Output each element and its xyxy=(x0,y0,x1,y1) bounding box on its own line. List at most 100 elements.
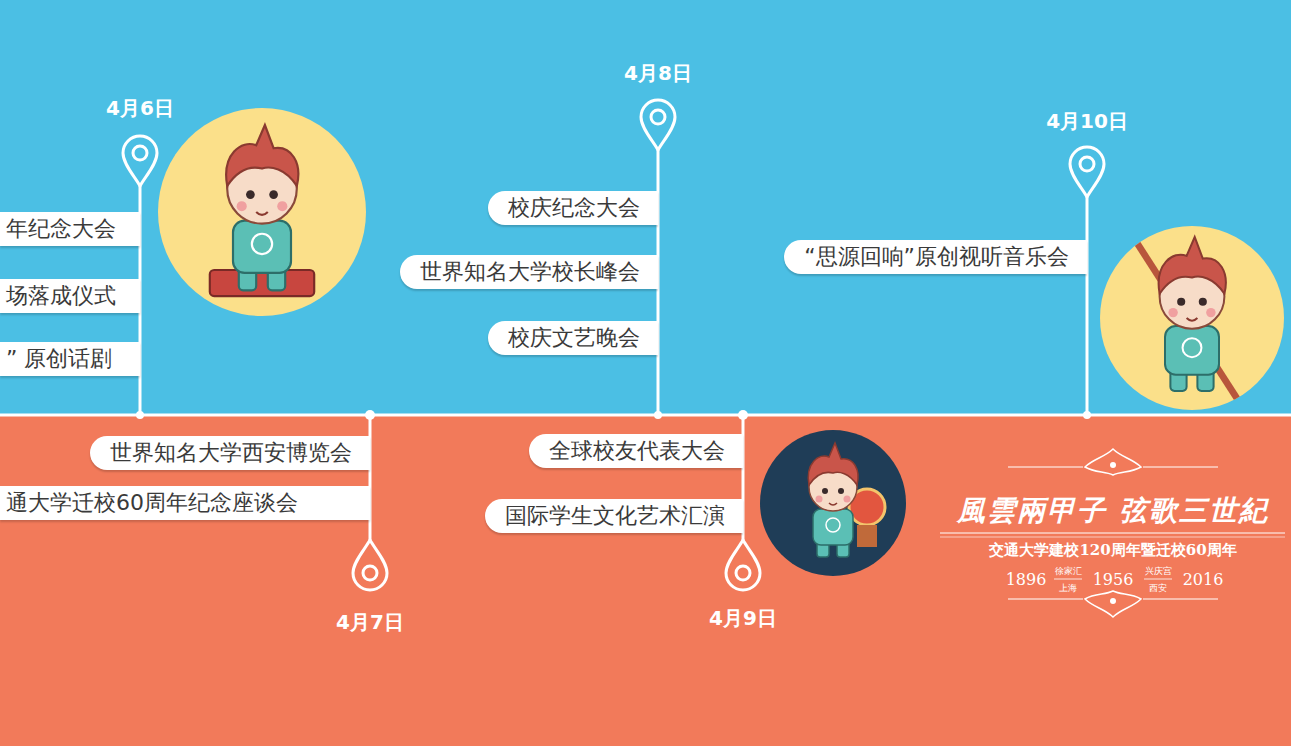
place-name: 上海 xyxy=(1059,583,1077,593)
date-pin xyxy=(123,136,157,186)
place-name: 徐家汇 xyxy=(1055,566,1082,576)
event-tag: 年纪念大会 xyxy=(0,212,140,246)
event-tag: 国际学生文化艺术汇演 xyxy=(485,499,743,533)
event-tag: 校庆文艺晚会 xyxy=(488,321,658,355)
mascot-clip xyxy=(808,443,885,557)
ground-band xyxy=(0,415,1291,746)
cheek xyxy=(277,201,287,211)
date-pin xyxy=(1070,147,1104,197)
shirt-badge xyxy=(252,234,272,254)
cheek xyxy=(237,201,247,211)
pin-hole xyxy=(1080,157,1094,171)
event-name: 国际学生文化艺术汇演 xyxy=(505,503,725,528)
place-name: 兴庆宫 xyxy=(1145,566,1172,576)
timeline-axis xyxy=(0,414,1291,417)
date-label: 4月10日 xyxy=(1046,110,1128,133)
logo-rule xyxy=(940,537,1285,538)
pin-outline xyxy=(353,540,387,590)
event-name: 校庆纪念大会 xyxy=(508,195,640,220)
cheek xyxy=(844,496,851,503)
mascot-disc xyxy=(158,108,366,316)
mascot-disc xyxy=(760,430,906,576)
pin-hole xyxy=(133,146,147,160)
pin-hole xyxy=(651,110,665,124)
hair xyxy=(808,443,858,485)
date-label: 4月8日 xyxy=(624,62,692,85)
pin-outline xyxy=(123,136,157,186)
hair xyxy=(226,125,298,186)
hair xyxy=(1159,237,1226,294)
ornament-flower xyxy=(1085,591,1141,617)
year: 2016 xyxy=(1183,571,1224,589)
event-tag: “思源回响”原创视听音乐会 xyxy=(784,240,1087,274)
shirt-badge xyxy=(826,518,840,532)
date-label: 4月9日 xyxy=(709,607,777,630)
ornament-flower xyxy=(1085,449,1141,475)
shirt xyxy=(233,221,291,273)
logo-rule xyxy=(940,533,1285,534)
ornament-rule xyxy=(1008,466,1083,467)
ornament xyxy=(1008,591,1218,617)
year: 1896 xyxy=(1006,571,1047,589)
pin-outline xyxy=(726,540,760,590)
place-divider xyxy=(1054,579,1082,580)
cheek xyxy=(1206,308,1215,317)
event-tag: 场落成仪式 xyxy=(0,279,140,313)
ornament-rule xyxy=(1143,598,1218,599)
event-name: 世界知名大学校长峰会 xyxy=(420,259,640,284)
axis-dot xyxy=(738,410,748,420)
ornament xyxy=(1008,449,1218,475)
mascot-figure xyxy=(808,443,885,557)
event-name: 校庆文艺晚会 xyxy=(508,325,640,350)
shirt xyxy=(813,509,853,545)
mouth xyxy=(256,212,268,215)
date-pin xyxy=(726,540,760,590)
mascot-clip xyxy=(1125,224,1247,413)
eye xyxy=(246,190,255,199)
event-name: 年纪念大会 xyxy=(6,216,116,241)
date-stem xyxy=(1086,197,1089,415)
pin-outline xyxy=(641,100,675,150)
pin-hole xyxy=(736,566,750,580)
event-tag: 校庆纪念大会 xyxy=(488,191,658,225)
shirt-badge xyxy=(1183,338,1202,357)
eye xyxy=(1177,298,1185,306)
ornament-rule xyxy=(1143,466,1218,467)
event-name: ” 原创话剧 xyxy=(6,346,112,371)
cheek xyxy=(816,496,823,503)
shirt xyxy=(1165,326,1219,375)
event-tag: ” 原创话剧 xyxy=(0,342,140,376)
year: 1956 xyxy=(1093,571,1134,589)
ornament-dot xyxy=(1110,462,1116,468)
event-name: 全球校友代表大会 xyxy=(549,438,725,463)
event-name: 世界知名大学西安博览会 xyxy=(110,440,352,465)
axis-dot xyxy=(1083,411,1091,419)
event-name: “思源回响”原创视听音乐会 xyxy=(804,244,1069,269)
eye xyxy=(838,488,844,494)
mascot-figure xyxy=(1125,224,1247,413)
event-tag: 通大学迁校60周年纪念座谈会 xyxy=(0,486,370,520)
place-divider xyxy=(1144,579,1172,580)
date-stem xyxy=(369,415,372,540)
ornament-dot xyxy=(1110,598,1116,604)
event-tag: 世界知名大学校长峰会 xyxy=(400,255,658,289)
event-name: 场落成仪式 xyxy=(6,283,116,308)
sky-band xyxy=(0,0,1291,415)
date-label: 4月7日 xyxy=(336,611,404,634)
axis-dot xyxy=(365,410,375,420)
event-name: 通大学迁校60周年纪念座谈会 xyxy=(6,490,298,515)
slogan: 風雲兩甲子 弦歌三世紀 xyxy=(957,495,1269,527)
date-pin xyxy=(353,540,387,590)
staff xyxy=(1125,224,1247,413)
ornament-rule xyxy=(1008,598,1083,599)
mascot-disc xyxy=(1100,226,1284,410)
axis-dot xyxy=(654,411,662,419)
mouth xyxy=(829,503,837,505)
eye xyxy=(822,488,828,494)
eye xyxy=(1199,298,1207,306)
axis-dot xyxy=(136,411,144,419)
event-tag: 全球校友代表大会 xyxy=(529,434,743,468)
eye xyxy=(269,190,278,199)
